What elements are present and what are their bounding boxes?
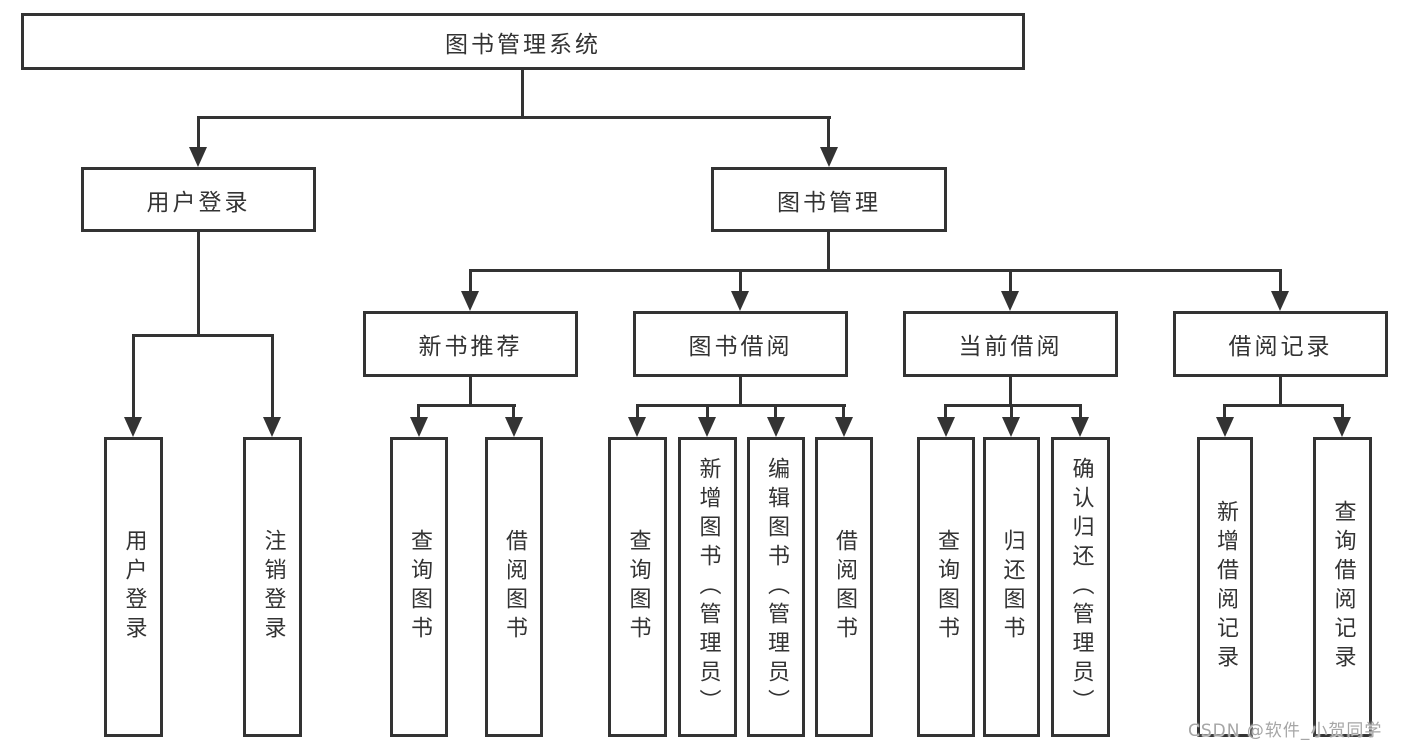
arrowhead-down-icon: [731, 291, 749, 311]
node-borrow-books-recommend: 借阅图书: [485, 437, 543, 737]
connector-line: [197, 116, 831, 119]
connector-line: [469, 269, 472, 295]
arrowhead-down-icon: [698, 417, 716, 437]
connector-line: [197, 230, 200, 337]
connector-line: [739, 374, 742, 406]
node-query-books-recommend: 查询图书: [390, 437, 448, 737]
node-user-login-leaf: 用户登录: [104, 437, 163, 737]
arrowhead-down-icon: [189, 147, 207, 167]
arrowhead-down-icon: [461, 291, 479, 311]
node-label: 注销登录: [260, 529, 286, 645]
arrowhead-down-icon: [835, 417, 853, 437]
arrowhead-down-icon: [1333, 417, 1351, 437]
connector-line: [774, 404, 777, 420]
node-label: 归还图书: [999, 529, 1025, 645]
connector-line: [197, 116, 200, 150]
node-label: 确认归还（管理员）: [1068, 456, 1094, 718]
connector-line: [636, 404, 639, 420]
connector-line: [132, 334, 274, 337]
connector-line: [1279, 374, 1282, 406]
connector-line: [944, 404, 947, 420]
arrowhead-down-icon: [1071, 417, 1089, 437]
node-return-books: 归还图书: [983, 437, 1040, 737]
node-query-books-current: 查询图书: [917, 437, 975, 737]
node-label: 图书管理系统: [445, 31, 601, 58]
arrowhead-down-icon: [124, 417, 142, 437]
node-query-borrow-record: 查询借阅记录: [1313, 437, 1372, 737]
node-label: 借阅记录: [1228, 334, 1333, 360]
connector-line: [1009, 374, 1012, 406]
connector-line: [469, 269, 1282, 272]
connector-line: [944, 404, 1082, 407]
connector-line: [469, 374, 472, 406]
connector-line: [1223, 404, 1344, 407]
node-label: 查询图书: [407, 529, 432, 645]
node-label: 查询图书: [625, 529, 651, 645]
node-label: 编辑图书（管理员）: [764, 456, 789, 718]
node-library-system: 图书管理系统: [21, 13, 1025, 70]
node-label: 新增借阅记录: [1213, 500, 1238, 674]
node-borrow-books: 借阅图书: [815, 437, 873, 737]
node-label: 用户登录: [146, 189, 251, 216]
connector-line: [1079, 404, 1082, 420]
node-confirm-return-admin: 确认归还（管理员）: [1051, 437, 1110, 737]
connector-line: [827, 116, 830, 150]
node-label: 图书借阅: [688, 334, 793, 360]
node-label: 借阅图书: [502, 529, 527, 645]
connector-line: [827, 230, 830, 272]
arrowhead-down-icon: [263, 417, 281, 437]
node-add-books-admin: 新增图书（管理员）: [678, 437, 737, 737]
connector-line: [1010, 404, 1013, 420]
connector-line: [417, 404, 516, 407]
node-label: 图书管理: [777, 189, 881, 216]
node-book-management: 图书管理: [711, 167, 947, 232]
node-label: 用户登录: [121, 529, 147, 645]
node-label: 当前借阅: [958, 334, 1063, 360]
connector-line: [132, 334, 135, 420]
connector-line: [1279, 269, 1282, 295]
connector-line: [1341, 404, 1344, 420]
connector-line: [842, 404, 845, 420]
node-label: 查询借阅记录: [1330, 500, 1356, 674]
connector-line: [1009, 269, 1012, 295]
arrowhead-down-icon: [1271, 291, 1289, 311]
arrowhead-down-icon: [767, 417, 785, 437]
arrowhead-down-icon: [820, 147, 838, 167]
watermark: CSDN @软件_小贺同学: [1188, 721, 1383, 741]
node-query-books-borrowing: 查询图书: [608, 437, 667, 737]
node-user-login: 用户登录: [81, 167, 316, 232]
connector-line: [512, 404, 515, 420]
node-new-book-recommend: 新书推荐: [363, 311, 578, 377]
node-borrowing-records: 借阅记录: [1173, 311, 1388, 377]
node-current-borrowing: 当前借阅: [903, 311, 1118, 377]
node-book-borrowing: 图书借阅: [633, 311, 848, 377]
node-label: 查询图书: [934, 529, 959, 645]
arrowhead-down-icon: [628, 417, 646, 437]
arrowhead-down-icon: [410, 417, 428, 437]
node-label: 新增图书（管理员）: [695, 456, 721, 718]
connector-line: [739, 269, 742, 295]
node-add-borrow-record: 新增借阅记录: [1197, 437, 1253, 737]
connector-line: [1223, 404, 1226, 420]
arrowhead-down-icon: [1216, 417, 1234, 437]
connector-line: [706, 404, 709, 420]
arrowhead-down-icon: [1001, 291, 1019, 311]
connector-line: [636, 404, 846, 407]
connector-line: [521, 69, 524, 119]
arrowhead-down-icon: [505, 417, 523, 437]
node-label: 借阅图书: [832, 529, 857, 645]
node-label: 新书推荐: [418, 334, 523, 360]
connector-line: [417, 404, 420, 420]
node-edit-books-admin: 编辑图书（管理员）: [747, 437, 805, 737]
node-logout: 注销登录: [243, 437, 302, 737]
connector-line: [271, 334, 274, 420]
arrowhead-down-icon: [1002, 417, 1020, 437]
arrowhead-down-icon: [937, 417, 955, 437]
